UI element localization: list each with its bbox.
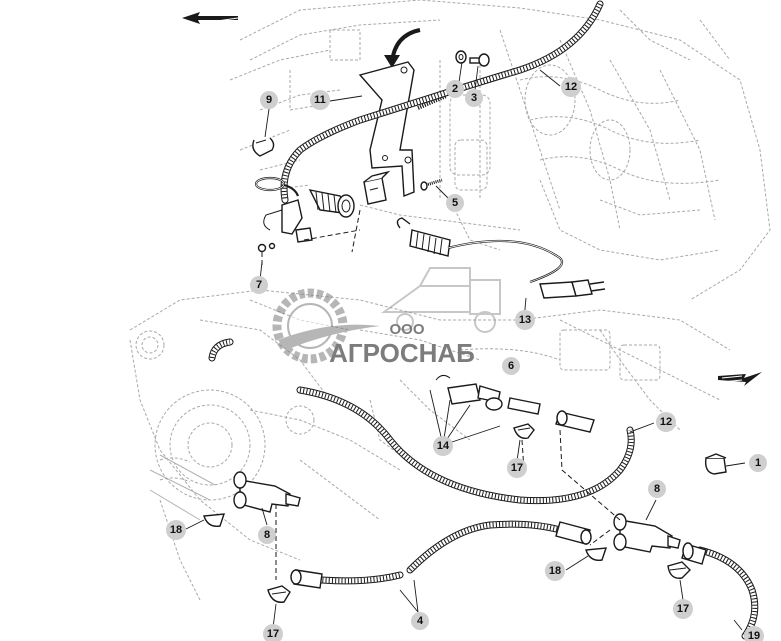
hose-clip-18-left — [203, 513, 226, 527]
assembly-line-f — [589, 529, 611, 546]
screw-7-part — [257, 242, 276, 268]
callout-17-right: 17 — [673, 599, 693, 619]
mounting-bracket-lower-left — [263, 199, 313, 243]
power-cord-13 — [447, 239, 606, 299]
callout-8-left: 8 — [258, 526, 276, 544]
svg-text:18: 18 — [170, 524, 182, 536]
hose-connector-19 — [681, 542, 707, 565]
bolt-part — [469, 53, 490, 67]
svg-text:17: 17 — [511, 462, 523, 474]
svg-text:4: 4 — [417, 615, 424, 627]
callout-12-upper: 12 — [561, 77, 581, 97]
svg-text:19: 19 — [748, 630, 760, 641]
callout-3: 3 — [465, 89, 483, 107]
svg-text:12: 12 — [565, 81, 577, 93]
watermark-company-name: АГРОСНАБ — [329, 338, 475, 368]
threaded-rod-part — [417, 94, 447, 110]
svg-text:13: 13 — [519, 314, 531, 326]
cable-clip-9 — [252, 137, 275, 157]
watermark-company-prefix: ООО — [389, 321, 424, 338]
hose-clip-17-upper — [513, 423, 535, 439]
callout-11: 11 — [310, 90, 330, 110]
t-connector-8-right — [613, 513, 681, 553]
heater-hose-lower-12 — [296, 386, 635, 505]
heater-hose-lower-19 — [696, 546, 759, 640]
callout-9: 9 — [260, 91, 278, 109]
svg-text:17: 17 — [267, 628, 279, 640]
callout-18-left: 18 — [166, 520, 186, 540]
callout-14: 14 — [433, 436, 453, 456]
svg-text:9: 9 — [266, 94, 272, 106]
hose-fitting-mid — [555, 521, 592, 545]
svg-text:12: 12 — [660, 416, 672, 428]
valve-assembly-6 — [435, 374, 541, 415]
callout-18-mid: 18 — [545, 561, 565, 581]
assembly-line-a — [351, 209, 361, 253]
hose-clip-17-right — [667, 561, 691, 579]
assembly-line-b — [303, 229, 361, 241]
hose-fitting-left — [290, 569, 323, 589]
hose-clip-1 — [704, 453, 727, 475]
svg-text:18: 18 — [549, 565, 561, 577]
direction-arrow-upper-icon — [182, 9, 239, 24]
callout-17-upper: 17 — [507, 458, 527, 478]
coolant-hose-stub — [208, 338, 234, 362]
svg-text:2: 2 — [452, 83, 458, 95]
callout-5: 5 — [446, 194, 464, 212]
heater-mounting-bracket — [358, 61, 415, 198]
engine-block-outline-lower — [129, 289, 731, 601]
callout-13: 13 — [515, 310, 535, 330]
svg-text:6: 6 — [508, 360, 514, 372]
agrosnab-watermark-logo — [272, 267, 501, 364]
hose-clamp-block — [363, 170, 391, 205]
heater-plug-connector — [396, 217, 451, 257]
heater-hose-lower-4 — [296, 520, 564, 585]
svg-text:3: 3 — [471, 92, 477, 104]
heater-element-part — [308, 189, 355, 218]
callout-6: 6 — [502, 357, 520, 375]
callout-8-right: 8 — [648, 480, 666, 498]
svg-text:1: 1 — [755, 457, 761, 469]
washer-part — [455, 50, 467, 64]
hose-clip-18-mid — [585, 547, 608, 561]
ground-wire-loop — [254, 176, 300, 197]
callout-19: 19 — [744, 626, 764, 641]
leader-lines — [185, 61, 746, 631]
svg-text:17: 17 — [677, 603, 689, 615]
t-connector-8-left — [233, 471, 301, 513]
callout-4: 4 — [411, 612, 429, 630]
rotation-arrow-icon — [384, 28, 421, 68]
heater-hose-upper — [280, 0, 604, 204]
svg-text:7: 7 — [256, 279, 262, 291]
hose-fitting-upper — [555, 410, 595, 433]
svg-text:5: 5 — [452, 197, 458, 209]
hose-clip-17-left — [267, 585, 291, 603]
svg-text:14: 14 — [437, 440, 450, 452]
direction-arrow-lower-icon — [718, 372, 762, 386]
callout-2: 2 — [446, 80, 464, 98]
engine-block-outline-upper — [229, 0, 771, 301]
assembly-line-e — [559, 429, 621, 521]
callout-7: 7 — [250, 276, 268, 294]
callout-12-lower: 12 — [656, 412, 676, 432]
svg-text:11: 11 — [314, 94, 326, 106]
callout-1: 1 — [749, 454, 767, 472]
svg-text:8: 8 — [654, 483, 660, 495]
svg-text:8: 8 — [264, 529, 270, 541]
callout-17-left: 17 — [263, 624, 283, 641]
bolt-5-part — [420, 178, 443, 191]
